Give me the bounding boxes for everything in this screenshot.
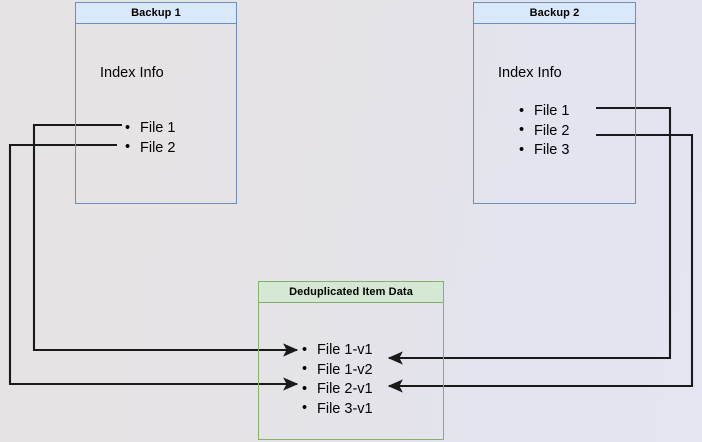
node-backup-1-body: Index Info File 1 File 2 <box>76 24 236 205</box>
node-deduplicated-item-data-header: Deduplicated Item Data <box>259 282 443 303</box>
node-backup-1-header: Backup 1 <box>76 3 236 24</box>
node-backup-2-subtitle: Index Info <box>498 65 562 81</box>
node-backup-2[interactable]: Backup 2 Index Info File 1 File 2 File 3 <box>473 2 636 204</box>
list-item[interactable]: File 3 <box>518 141 569 161</box>
node-deduplicated-item-data-file-list: File 1-v1 File 1-v2 File 2-v1 File 3-v1 <box>301 341 373 419</box>
list-item[interactable]: File 2 <box>124 138 175 159</box>
list-item[interactable]: File 1 <box>518 102 569 122</box>
list-item[interactable]: File 1 <box>124 119 175 139</box>
node-backup-2-body: Index Info File 1 File 2 File 3 <box>474 24 635 205</box>
node-deduplicated-item-data-body: File 1-v1 File 1-v2 File 2-v1 File 3-v1 <box>259 303 443 440</box>
node-backup-1-subtitle: Index Info <box>100 65 164 81</box>
list-item[interactable]: File 2-v1 <box>301 380 373 400</box>
list-item[interactable]: File 1-v2 <box>301 360 373 381</box>
node-deduplicated-item-data[interactable]: Deduplicated Item Data File 1-v1 File 1-… <box>258 281 444 440</box>
node-backup-1-file-list: File 1 File 2 <box>124 119 175 158</box>
node-backup-2-header: Backup 2 <box>474 3 635 24</box>
node-backup-2-file-list: File 1 File 2 File 3 <box>518 102 569 161</box>
node-backup-1[interactable]: Backup 1 Index Info File 1 File 2 <box>75 2 237 204</box>
list-item[interactable]: File 1-v1 <box>301 341 373 361</box>
list-item[interactable]: File 3-v1 <box>301 399 373 420</box>
list-item[interactable]: File 2 <box>518 121 569 142</box>
